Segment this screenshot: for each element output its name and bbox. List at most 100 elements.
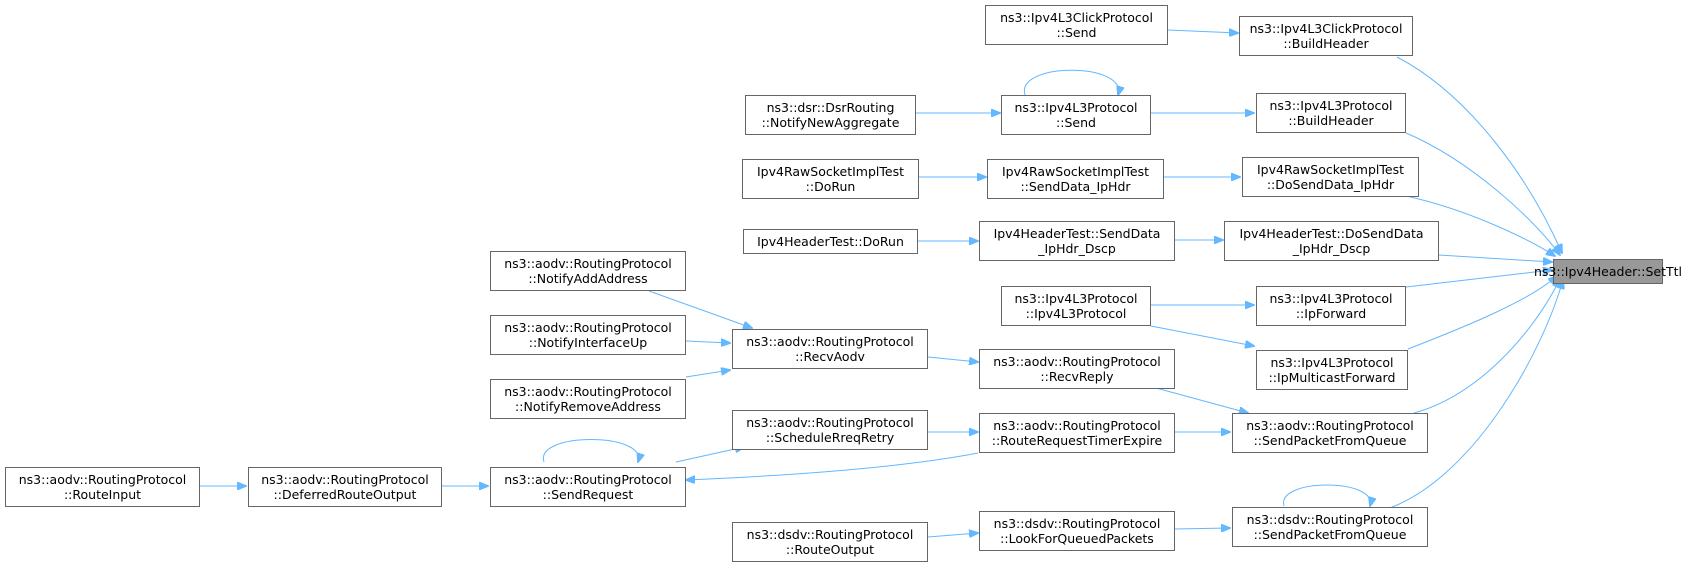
node-aodv-deferredrouteoutput[interactable]: ns3::aodv::RoutingProtocol ::DeferredRou… xyxy=(248,467,442,507)
node-dsdv-sendpacketfromqueue[interactable]: ns3::dsdv::RoutingProtocol ::SendPacketF… xyxy=(1232,507,1428,547)
node-label: ns3::aodv::RoutingProtocol xyxy=(504,256,672,271)
node-label: ::Send xyxy=(1056,115,1096,130)
node-label: ::RouteOutput xyxy=(785,542,875,557)
edge-l3-build-to-settl xyxy=(1405,132,1560,255)
node-label: ::SendPacketFromQueue xyxy=(1253,433,1407,448)
node-label: ::ScheduleRreqRetry xyxy=(765,430,895,445)
node-label: ::RecvAodv xyxy=(795,349,865,364)
node-header-senddata-dscp[interactable]: Ipv4HeaderTest::SendData _IpHdr_Dscp xyxy=(979,221,1175,261)
edge-addaddr-to-recvaodv xyxy=(648,290,752,328)
edge-recvaodv-to-recvreply xyxy=(927,356,978,362)
node-label: ns3::aodv::RoutingProtocol xyxy=(746,334,914,349)
node-l3-ipmulticastforward[interactable]: ns3::Ipv4L3Protocol ::IpMulticastForward xyxy=(1256,350,1408,390)
node-label: Ipv4RawSocketImplTest xyxy=(757,164,904,179)
node-label: ns3::aodv::RoutingProtocol xyxy=(504,472,672,487)
node-label: ::NotifyRemoveAddress xyxy=(515,399,661,414)
node-label: ns3::dsdv::RoutingProtocol xyxy=(1246,512,1414,527)
node-label: ::Send xyxy=(1056,25,1097,40)
node-label: ::BuildHeader xyxy=(1288,113,1374,128)
node-header-dosenddata-dscp[interactable]: Ipv4HeaderTest::DoSendData _IpHdr_Dscp xyxy=(1224,221,1439,261)
node-label: ns3::dsdv::RoutingProtocol xyxy=(746,527,914,542)
node-label: ::Ipv4L3Protocol xyxy=(1025,306,1127,321)
node-label: ns3::Ipv4Header::SetTtl xyxy=(1533,264,1682,279)
node-label: Ipv4HeaderTest::SendData xyxy=(993,226,1161,241)
node-label: Ipv4HeaderTest::DoRun xyxy=(757,234,904,249)
node-label: ::RouteInput xyxy=(63,487,142,502)
node-aodv-sendpacketfromqueue[interactable]: ns3::aodv::RoutingProtocol ::SendPacketF… xyxy=(1232,413,1428,453)
node-label: ns3::Ipv4L3ClickProtocol xyxy=(1000,10,1153,25)
node-aodv-recvreply[interactable]: ns3::aodv::RoutingProtocol ::RecvReply xyxy=(979,349,1175,389)
node-click-send[interactable]: ns3::Ipv4L3ClickProtocol ::Send xyxy=(985,5,1168,45)
edge-click-build-to-settl xyxy=(1396,56,1562,253)
node-raw-dorun[interactable]: Ipv4RawSocketImplTest ::DoRun xyxy=(742,159,919,199)
node-label: Ipv4HeaderTest::DoSendData xyxy=(1239,226,1424,241)
edge-mcast-to-settl xyxy=(1407,276,1557,350)
node-label: Ipv4RawSocketImplTest xyxy=(1002,164,1149,179)
node-aodv-notifyinterfaceup[interactable]: ns3::aodv::RoutingProtocol ::NotifyInter… xyxy=(490,315,686,355)
node-aodv-schedulerreqretry[interactable]: ns3::aodv::RoutingProtocol ::ScheduleRre… xyxy=(732,410,928,450)
node-label: ns3::aodv::RoutingProtocol xyxy=(18,472,187,487)
node-aodv-recvaodv[interactable]: ns3::aodv::RoutingProtocol ::RecvAodv xyxy=(732,329,928,369)
node-label: ::LookForQueuedPackets xyxy=(1000,531,1154,546)
node-aodv-routerequesttimerexpire[interactable]: ns3::aodv::RoutingProtocol ::RouteReques… xyxy=(979,413,1175,453)
node-label: ::RecvReply xyxy=(1040,369,1114,384)
edge-l3-send-self xyxy=(1024,69,1118,95)
node-label: ns3::aodv::RoutingProtocol xyxy=(504,384,672,399)
node-label: ::NotifyInterfaceUp xyxy=(528,335,648,350)
edge-dsdv-sendpacket-self xyxy=(1283,484,1371,506)
node-label: ns3::Ipv4L3Protocol xyxy=(1014,100,1138,115)
edge-sendrequest-self xyxy=(543,439,638,463)
node-label: ns3::aodv::RoutingProtocol xyxy=(746,415,914,430)
node-label: ns3::dsdv::RoutingProtocol xyxy=(993,516,1161,531)
node-l3-constructor[interactable]: ns3::Ipv4L3Protocol ::Ipv4L3Protocol xyxy=(1001,286,1151,326)
node-l3-buildheader[interactable]: ns3::Ipv4L3Protocol ::BuildHeader xyxy=(1256,93,1406,133)
node-label: ::IpMulticastForward xyxy=(1268,370,1396,385)
node-label: ns3::aodv::RoutingProtocol xyxy=(504,320,672,335)
edge-dsdv-sendpacket-to-settl xyxy=(1386,280,1563,510)
node-raw-dosenddata-iphdr[interactable]: Ipv4RawSocketImplTest ::DoSendData_IpHdr xyxy=(1242,157,1419,197)
node-dsr-notifynewaggregate[interactable]: ns3::dsr::DsrRouting ::NotifyNewAggregat… xyxy=(745,95,916,135)
node-header-dorun[interactable]: Ipv4HeaderTest::DoRun xyxy=(743,229,918,254)
node-aodv-notifyremoveaddress[interactable]: ns3::aodv::RoutingProtocol ::NotifyRemov… xyxy=(490,379,686,419)
node-aodv-sendrequest[interactable]: ns3::aodv::RoutingProtocol ::SendRequest xyxy=(490,467,686,507)
node-label: ns3::aodv::RoutingProtocol xyxy=(261,472,429,487)
edge-click-send-to-click-build xyxy=(1167,30,1238,33)
node-label: _IpHdr_Dscp xyxy=(1292,241,1371,256)
node-label: ::BuildHeader xyxy=(1283,36,1369,51)
node-label: ::DeferredRouteOutput xyxy=(273,487,417,502)
node-label: ::RouteRequestTimerExpire xyxy=(991,433,1163,448)
node-dsdv-lookforqueuedpackets[interactable]: ns3::dsdv::RoutingProtocol ::LookForQueu… xyxy=(979,511,1175,551)
edge-rrte-to-sendrequest xyxy=(686,452,979,480)
node-label: ::DoRun xyxy=(805,179,856,194)
node-l3-send[interactable]: ns3::Ipv4L3Protocol ::Send xyxy=(1001,95,1151,135)
edge-aodv-sendpacket-to-settl xyxy=(1413,279,1560,414)
node-label: ns3::dsr::DsrRouting xyxy=(766,100,895,115)
node-label: Ipv4RawSocketImplTest xyxy=(1257,162,1404,177)
edge-hdr-dosend-to-settl xyxy=(1438,254,1552,262)
node-label: ::IpForward xyxy=(1295,306,1367,321)
edge-lookfor-to-dsdv-sendpacket xyxy=(1173,528,1230,529)
edge-recvreply-to-aodv-sendpacket xyxy=(1155,387,1248,413)
edge-ipforward-to-settl xyxy=(1405,270,1552,288)
node-aodv-routeinput[interactable]: ns3::aodv::RoutingProtocol ::RouteInput xyxy=(5,467,200,507)
node-label: ns3::aodv::RoutingProtocol xyxy=(993,354,1161,369)
edge-routeoutput-to-lookfor xyxy=(927,533,978,537)
node-l3-ipforward[interactable]: ns3::Ipv4L3Protocol ::IpForward xyxy=(1256,286,1406,326)
node-raw-senddata-iphdr[interactable]: Ipv4RawSocketImplTest ::SendData_IpHdr xyxy=(987,159,1164,199)
node-label: ::SendPacketFromQueue xyxy=(1253,527,1407,542)
edge-l3-ctor-to-mcast xyxy=(1150,325,1254,346)
node-label: ns3::aodv::RoutingProtocol xyxy=(1246,418,1414,433)
node-label: ::SendRequest xyxy=(542,487,634,502)
node-aodv-notifyaddaddress[interactable]: ns3::aodv::RoutingProtocol ::NotifyAddAd… xyxy=(490,251,686,291)
node-click-buildheader[interactable]: ns3::Ipv4L3ClickProtocol ::BuildHeader xyxy=(1239,16,1413,56)
node-label: ::NotifyAddAddress xyxy=(528,271,648,286)
node-label: ns3::Ipv4L3Protocol xyxy=(1269,98,1393,113)
node-label: ::DoSendData_IpHdr xyxy=(1266,177,1395,192)
node-dsdv-routeoutput[interactable]: ns3::dsdv::RoutingProtocol ::RouteOutput xyxy=(732,522,928,562)
node-label: ::SendData_IpHdr xyxy=(1020,179,1131,194)
node-label: _IpHdr_Dscp xyxy=(1038,241,1116,256)
edge-raw-dosend-to-settl xyxy=(1405,195,1555,256)
node-label: ns3::aodv::RoutingProtocol xyxy=(993,418,1161,433)
